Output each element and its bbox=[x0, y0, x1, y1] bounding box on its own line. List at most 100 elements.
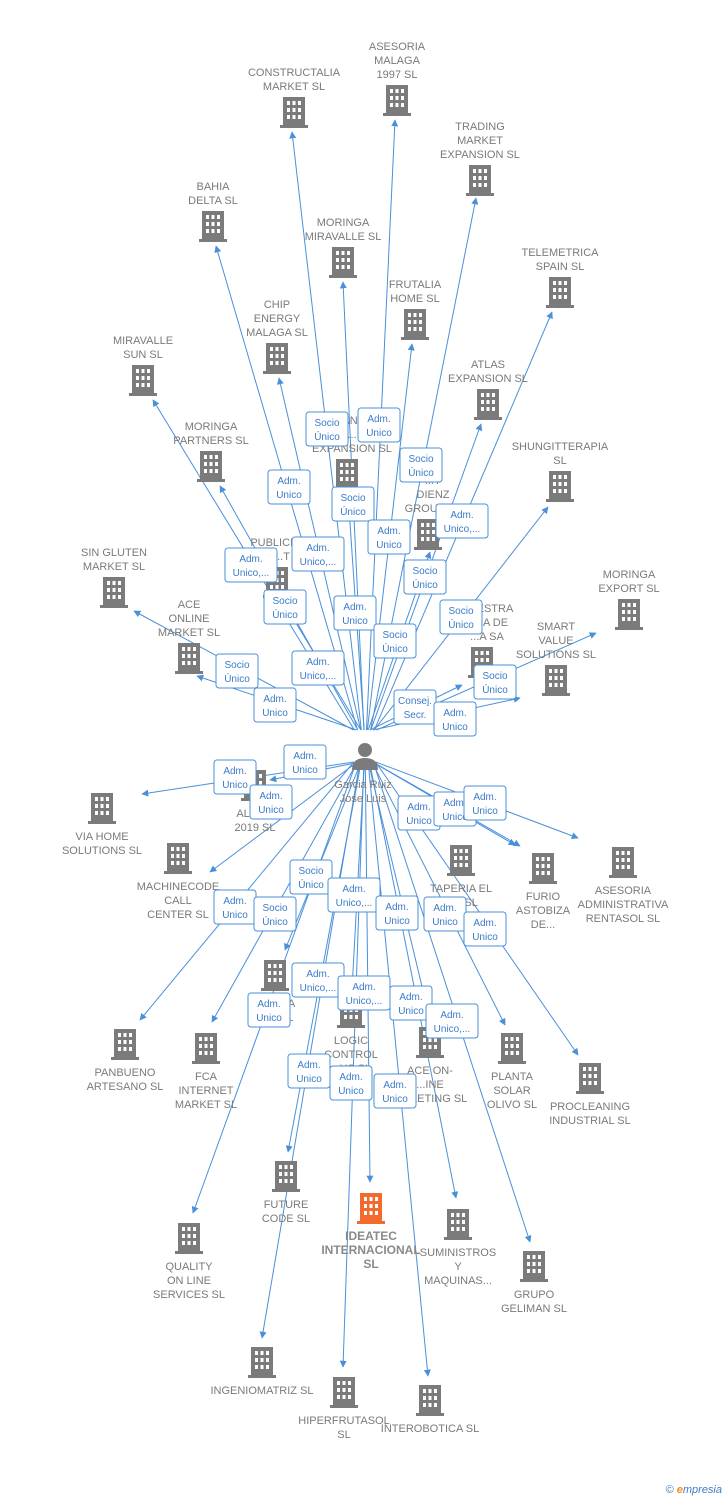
edge-label-text: Socio bbox=[412, 566, 437, 577]
edge-label-box[interactable]: Adm.Unico bbox=[389, 985, 433, 1021]
edge-label-box[interactable]: Adm.Unico bbox=[397, 795, 441, 831]
edge-label-box[interactable]: Adm.Unico bbox=[213, 759, 257, 795]
footer-brand[interactable]: ©empresia bbox=[666, 1484, 722, 1496]
edge-label-text: Adm. bbox=[367, 414, 390, 425]
company-label-smart-value-2: SOLUTIONS SL bbox=[516, 649, 596, 661]
edge-label-box[interactable]: Adm.Unico bbox=[367, 519, 411, 555]
edge-label-box[interactable]: Adm.Unico bbox=[287, 1053, 331, 1089]
edge-label-box[interactable]: Adm.Unico bbox=[213, 889, 257, 925]
building-icon bbox=[263, 343, 291, 374]
edge-label-box[interactable]: Adm.Unico,... bbox=[435, 503, 489, 539]
edge-label-box[interactable]: Adm.Unico bbox=[267, 469, 311, 505]
company-node-furio[interactable]: FURIOASTOBIZADE... bbox=[516, 853, 571, 931]
edge-label-box[interactable]: Consej.Secr. bbox=[393, 689, 437, 725]
edge-label-box[interactable]: Adm.Unico bbox=[357, 407, 401, 443]
building-icon bbox=[175, 643, 203, 674]
edge-label-box[interactable]: Adm.Unico bbox=[333, 595, 377, 631]
edge-label-box[interactable]: Adm.Unico,... bbox=[337, 975, 391, 1011]
edge-label-box[interactable]: Adm.Unico bbox=[329, 1065, 373, 1101]
building-icon bbox=[444, 1209, 472, 1240]
edge-label-box[interactable]: Adm.Unico bbox=[283, 744, 327, 780]
company-node-interobotica[interactable]: INTEROBOTICA SL bbox=[381, 1385, 479, 1435]
company-node-suministros[interactable]: SUMINISTROSYMAQUINAS... bbox=[420, 1209, 496, 1287]
edge-label-text: Unico bbox=[432, 917, 458, 928]
edge-label-text: Socio bbox=[224, 660, 249, 671]
company-label-logic-control-0: LOGIC bbox=[334, 1035, 368, 1047]
company-label-future-code-1: CODE SL bbox=[262, 1213, 310, 1225]
edge-label-box[interactable]: Adm.Unico,... bbox=[291, 536, 345, 572]
highlight-window bbox=[369, 1211, 373, 1215]
edge-label-box[interactable]: Adm.Unico,... bbox=[327, 877, 381, 913]
edge-label-box[interactable]: Adm.Unico bbox=[373, 1073, 417, 1109]
edge-label-box[interactable]: Adm.Unico bbox=[253, 687, 297, 723]
building-icon bbox=[447, 845, 475, 876]
company-label-asesoria-rentasol-0: ASESORIA bbox=[595, 885, 652, 897]
edge-label-box[interactable]: Adm.Unico bbox=[423, 896, 467, 932]
edge-label-text: Adm. bbox=[473, 792, 496, 803]
edge-label-box[interactable]: Adm.Unico,... bbox=[425, 1003, 479, 1039]
edge-label-box[interactable]: Adm.Unico bbox=[249, 784, 293, 820]
company-label-shungitterapia-1: SL bbox=[553, 455, 566, 467]
edge-label-box[interactable]: Adm.Unico bbox=[463, 911, 507, 947]
edge-label-box[interactable]: Adm.Unico bbox=[433, 701, 477, 737]
edge-label-box[interactable]: Adm.Unico bbox=[463, 785, 507, 821]
edge-label-frame bbox=[253, 896, 297, 932]
company-label-chip-energy-1: ENERGY bbox=[254, 313, 301, 325]
edge-label-box[interactable]: Adm.Unico bbox=[375, 895, 419, 931]
edge-label-box[interactable]: Adm.Unico,... bbox=[291, 650, 345, 686]
center-person[interactable]: Garcia Ruiz Jose Luis bbox=[334, 743, 392, 805]
edge-label-box[interactable]: Adm.Unico,... bbox=[224, 547, 278, 583]
company-label-ideatec-0: IDEATEC bbox=[345, 1229, 397, 1243]
company-label-trading-market-0: TRADING bbox=[455, 121, 505, 133]
edge-label-frame bbox=[247, 992, 291, 1028]
edge-label-box[interactable]: Adm.Unico,... bbox=[291, 962, 345, 998]
company-label-dienz-1: DIENZ bbox=[417, 489, 450, 501]
edge-label-text: Unico bbox=[222, 780, 248, 791]
company-node-ingeniomatriz[interactable]: INGENIOMATRIZ SL bbox=[210, 1347, 314, 1397]
edge-label-box[interactable]: Adm.Unico bbox=[247, 992, 291, 1028]
edge-label-text: Unico,... bbox=[300, 557, 337, 568]
company-label-constructalia-0: CONSTRUCTALIA bbox=[248, 67, 341, 79]
edge-label-text: Unico bbox=[398, 1006, 424, 1017]
company-label-moringa-export-1: EXPORT SL bbox=[598, 583, 659, 595]
